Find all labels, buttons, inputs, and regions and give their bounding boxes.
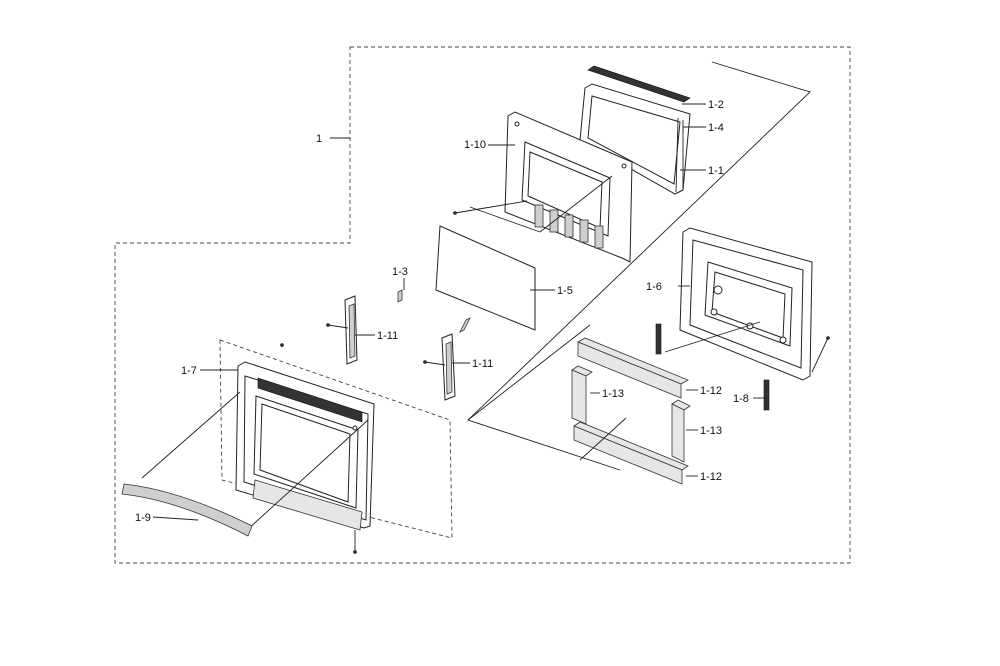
label-1-3: 1-3 xyxy=(392,266,408,278)
label-1-9: 1-9 xyxy=(135,512,151,524)
label-1-5: 1-5 xyxy=(557,285,573,297)
label-1-12-top: 1-12 xyxy=(700,385,722,397)
label-1-1: 1-1 xyxy=(708,165,724,177)
assembly-boundary xyxy=(114,46,851,564)
part-1-12-insulation-bottom xyxy=(573,421,689,485)
label-1-11-right: 1-11 xyxy=(472,358,493,370)
part-1-13-insulation-right xyxy=(671,399,691,463)
part-1-3-screws xyxy=(397,289,471,333)
part-1-2-vent-strip xyxy=(587,65,691,103)
label-1-11-left: 1-11 xyxy=(377,330,398,342)
part-1-11-hinge-left xyxy=(344,295,358,365)
part-1-10-inner-door xyxy=(504,111,633,263)
part-1-11-hinge-right xyxy=(441,333,456,401)
part-1-6-rear-door-frame xyxy=(679,227,813,381)
label-1-12-bottom: 1-12 xyxy=(700,471,722,483)
part-1-12-insulation-top xyxy=(577,337,689,399)
label-1-7: 1-7 xyxy=(181,365,197,377)
label-1-2: 1-2 xyxy=(708,99,724,111)
insulation-leader xyxy=(579,417,627,461)
rear-plane-lines xyxy=(467,61,811,471)
part-1-4-inner-frame xyxy=(579,83,691,195)
leader-1-10 xyxy=(454,200,528,214)
plane-line-2 xyxy=(467,324,591,421)
label-1: 1 xyxy=(316,133,322,145)
label-1-10: 1-10 xyxy=(464,139,486,151)
label-1-13-right: 1-13 xyxy=(700,425,722,437)
label-1-4: 1-4 xyxy=(708,122,724,134)
part-1-7-outer-door xyxy=(219,339,453,539)
part-1-8-hinge-pins xyxy=(655,323,770,411)
part-1-13-insulation-left xyxy=(571,365,593,425)
label-1-6: 1-6 xyxy=(646,281,662,293)
part-1-9-door-handle xyxy=(121,483,253,537)
label-1-8: 1-8 xyxy=(733,393,749,405)
label-1-13-left: 1-13 xyxy=(602,388,624,400)
part-1-5-glass-panel xyxy=(435,225,536,331)
